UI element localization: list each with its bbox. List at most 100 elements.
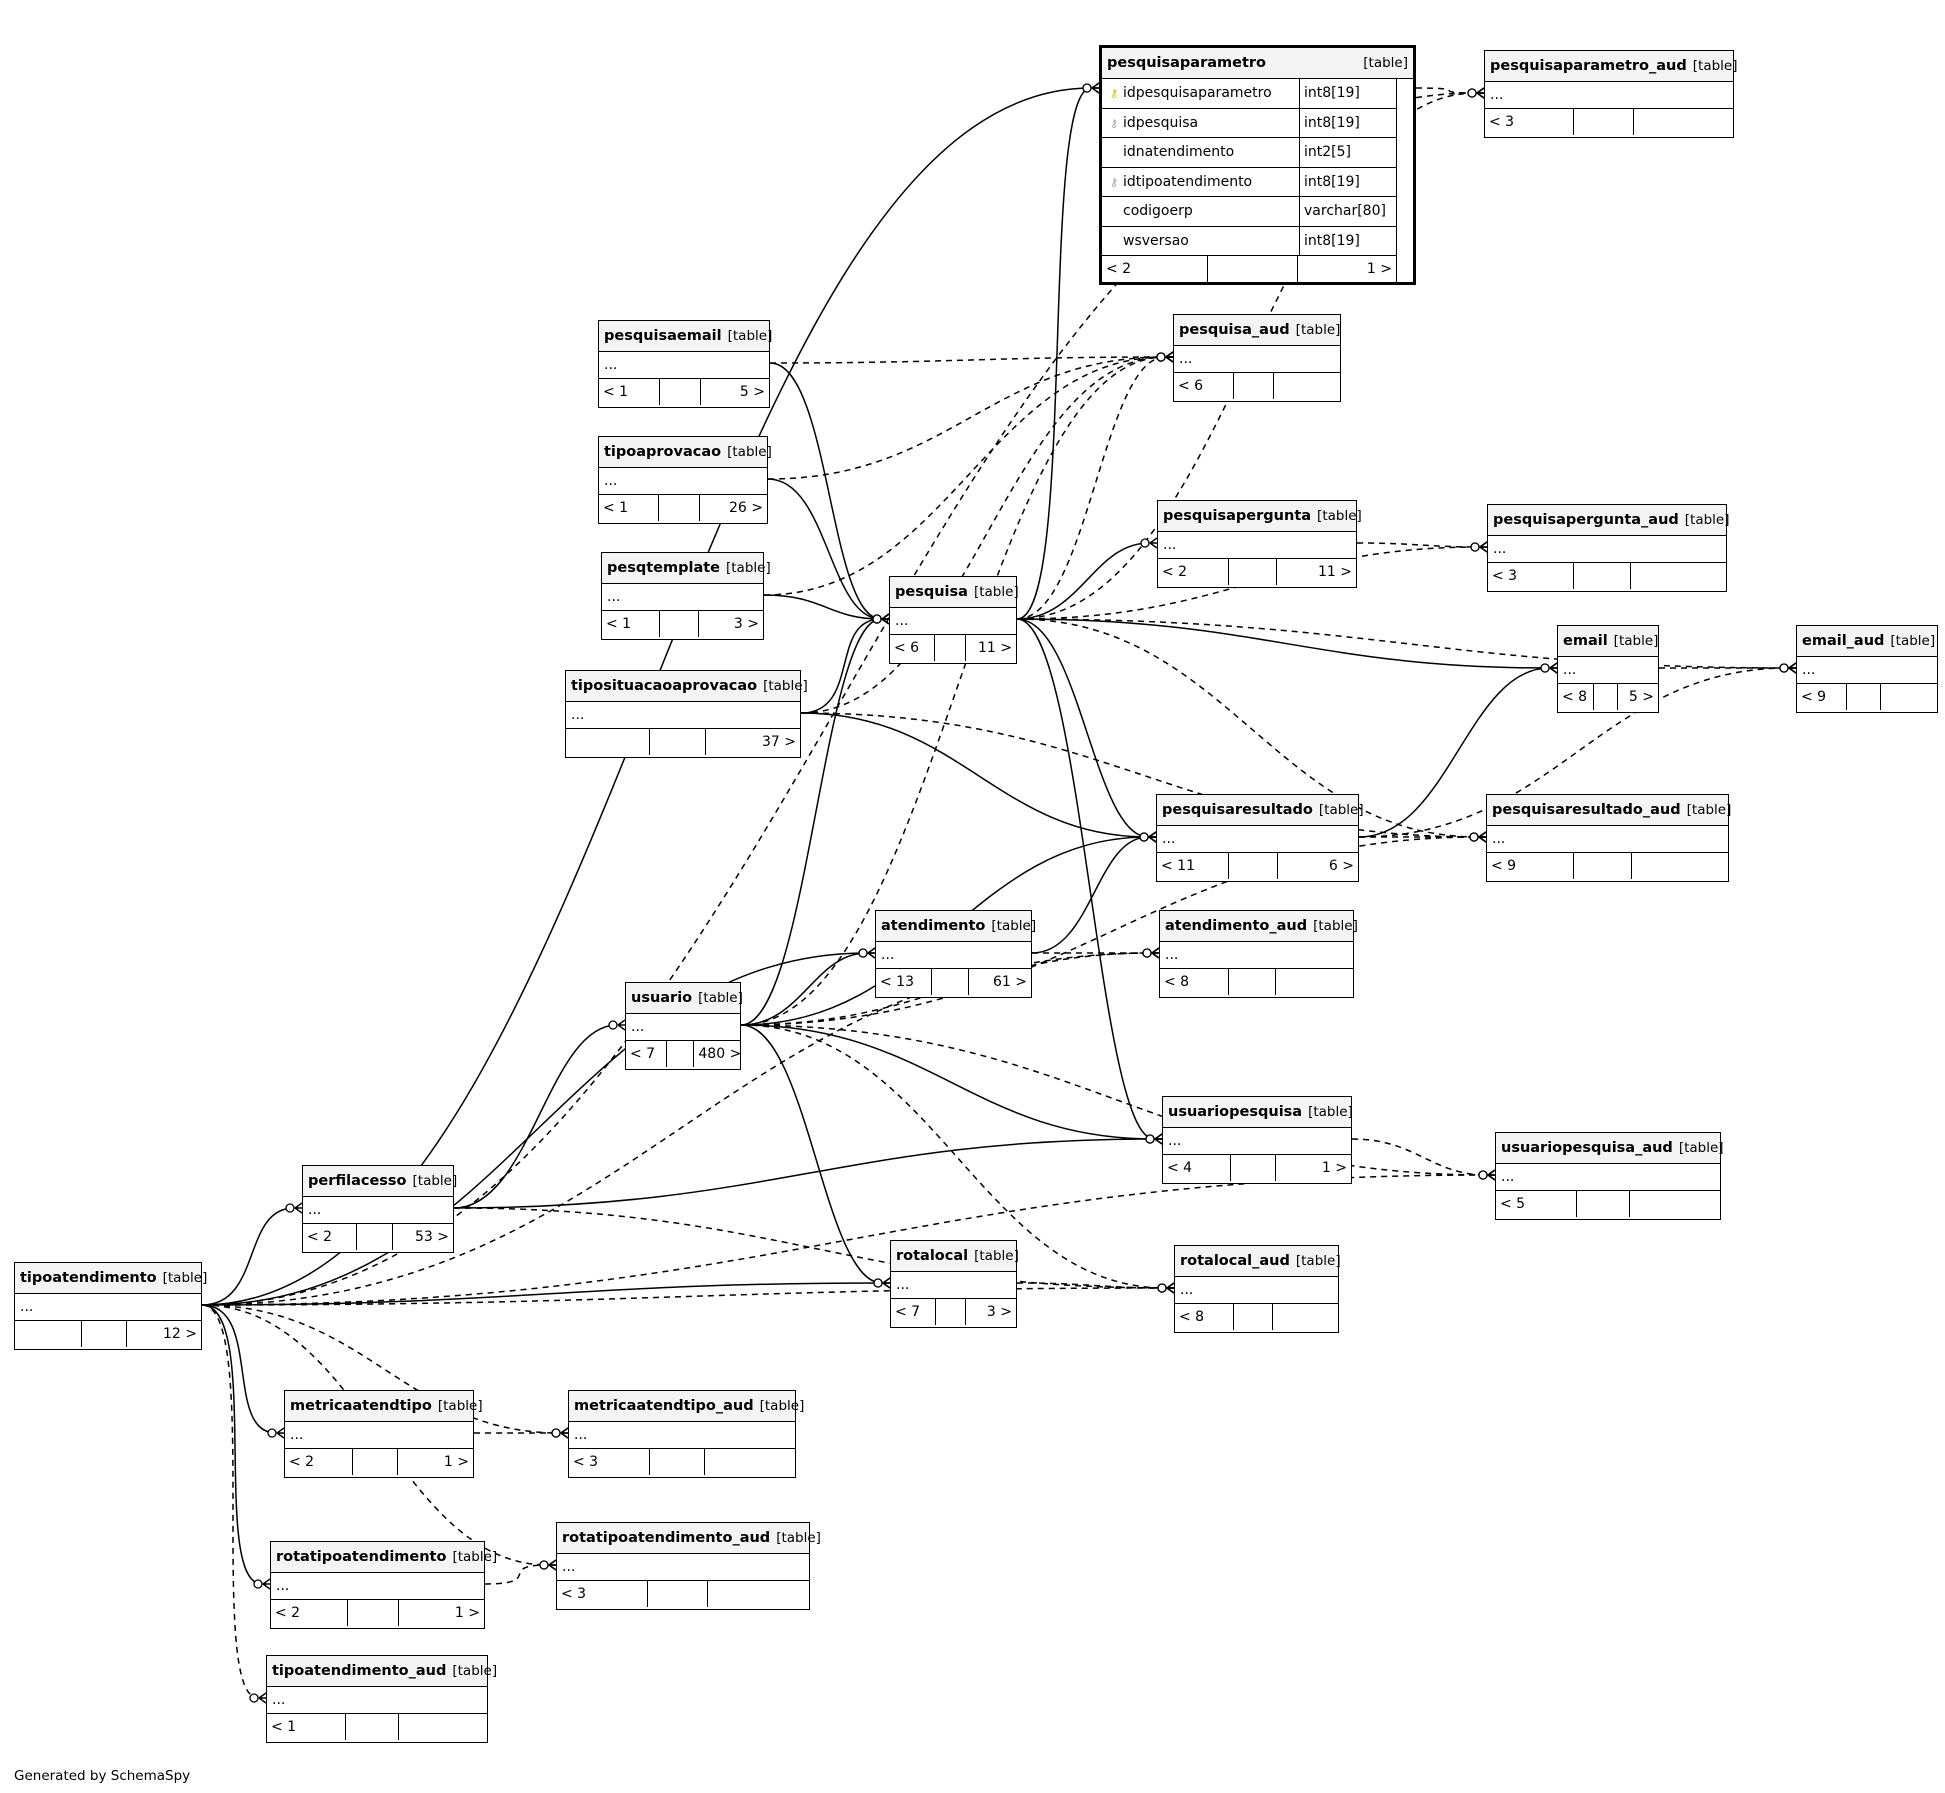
table-columns-collapsed: ... — [1487, 826, 1728, 853]
table-tipoatendimento[interactable]: tipoatendimento[table]...12 > — [14, 1262, 207, 1350]
table-columns-collapsed: ... — [566, 702, 800, 729]
table-pesquisa_aud[interactable]: pesquisa_aud[table]...< 6 — [1173, 314, 1341, 402]
cardinality-many-marker — [617, 1019, 626, 1031]
table-email_aud[interactable]: email_aud[table]...< 9 — [1796, 625, 1938, 713]
cardinality-many-marker — [1149, 537, 1158, 549]
table-tiposituacaoaprovacao[interactable]: tiposituacaoaprovacao[table]...37 > — [565, 670, 808, 758]
cardinality-many-marker — [1154, 1133, 1163, 1145]
cardinality-zero-marker — [267, 1428, 277, 1438]
footer-children: 1 > — [443, 1454, 469, 1470]
footer-children: 11 > — [978, 640, 1012, 656]
cardinality-many-marker — [1476, 87, 1485, 99]
column-name-cell: ⚷idpesquisa — [1102, 108, 1300, 137]
table-type: [table] — [1686, 802, 1732, 818]
table-tipoatendimento_aud[interactable]: tipoatendimento_aud[table]...< 1 — [266, 1655, 497, 1743]
footer-children: 5 > — [739, 384, 765, 400]
footer-middle — [1231, 1155, 1276, 1181]
footer-middle — [1574, 563, 1631, 589]
relationship-edge-pesquisaresultado-email_aud — [1358, 667, 1789, 838]
table-pesquisaparametro[interactable]: pesquisaparametro [table] ⚷idpesquisapar… — [1099, 45, 1416, 285]
table-header: pesquisaparametro_aud[table] — [1485, 51, 1738, 82]
table-header: email[table] — [1558, 626, 1658, 657]
table-usuariopesquisa_aud[interactable]: usuariopesquisa_aud[table]...< 5 — [1495, 1132, 1724, 1220]
table-name: email_aud — [1802, 633, 1885, 649]
table-atendimento_aud[interactable]: atendimento_aud[table]...< 8 — [1159, 910, 1358, 998]
table-pesquisaresultado_aud[interactable]: pesquisaresultado_aud[table]...< 9 — [1486, 794, 1732, 882]
footer-parents: < 3 — [557, 1581, 648, 1607]
cardinality-zero-marker — [285, 1203, 295, 1213]
table-columns-collapsed: ... — [1158, 532, 1356, 559]
table-rotalocal_aud[interactable]: rotalocal_aud[table]...< 8 — [1174, 1245, 1341, 1333]
cardinality-zero-marker — [1467, 88, 1477, 98]
cardinality-zero-marker — [551, 1428, 561, 1438]
table-header: perfilacesso[table] — [303, 1166, 457, 1197]
table-metricaatendtipo_aud[interactable]: metricaatendtipo_aud[table]...< 3 — [568, 1390, 804, 1478]
footer-children — [1632, 853, 1728, 879]
table-type: [table] — [1678, 1140, 1724, 1156]
column-name-cell: ⚷idnatendimento — [1102, 138, 1300, 167]
table-name: pesquisaemail — [604, 328, 722, 344]
footer-middle — [667, 1041, 695, 1067]
column-type: int8[19] — [1304, 173, 1360, 190]
table-pesquisapergunta_aud[interactable]: pesquisapergunta_aud[table]...< 3 — [1487, 504, 1730, 592]
table-pesquisaparametro_aud[interactable]: pesquisaparametro_aud[table]...< 3 — [1484, 50, 1738, 138]
table-rotatipoatendimento_aud[interactable]: rotatipoatendimento_aud[table]...< 3 — [556, 1522, 821, 1610]
column-name: idnatendimento — [1123, 144, 1235, 160]
table-type: [table] — [973, 584, 1019, 600]
cardinality-many-marker — [881, 613, 890, 625]
footer-parents: < 2 — [285, 1449, 353, 1475]
cardinality-zero-marker — [1145, 1134, 1155, 1144]
relationship-edge-pesquisaresultado-email — [1358, 667, 1550, 838]
table-footer: < 3 — [557, 1581, 809, 1607]
table-type: [table] — [1890, 633, 1936, 649]
footer-parents: < 2 — [1158, 559, 1230, 585]
table-header: rotalocal_aud[table] — [1175, 1246, 1341, 1277]
generated-by-label: Generated by SchemaSpy — [14, 1768, 191, 1784]
relationship-edge-pesqtemplate-pesquisa — [763, 594, 882, 620]
table-columns-collapsed: ... — [1485, 82, 1733, 109]
cardinality-many-marker — [1165, 351, 1174, 363]
table-footer: < 5 — [1496, 1191, 1720, 1217]
table-type: [table] — [726, 560, 771, 576]
relationship-edge-perfilacesso-usuariopesquisa — [453, 1138, 1155, 1209]
cardinality-zero-marker — [249, 1693, 259, 1703]
footer-middle — [1594, 684, 1618, 710]
footer-parents: < 4 — [1163, 1155, 1231, 1181]
table-header: pesqtemplate[table] — [602, 553, 771, 584]
relationship-edge-tiposituacaoaprovacao-pesquisa — [800, 618, 882, 714]
footer-children: 6 > — [1328, 858, 1354, 874]
footer-parents: < 1 — [599, 379, 661, 405]
footer-parents — [566, 729, 651, 755]
column-name-cell: ⚷wsversao — [1102, 226, 1300, 255]
column-name: wsversao — [1123, 232, 1189, 249]
table-header: atendimento_aud[table] — [1160, 911, 1358, 942]
footer-parents: < 3 — [1485, 109, 1575, 135]
relationship-edge-tipoatendimento-perfilacesso — [201, 1207, 295, 1306]
table-header: rotatipoatendimento_aud[table] — [557, 1523, 821, 1554]
table-footer: 37 > — [566, 729, 800, 755]
